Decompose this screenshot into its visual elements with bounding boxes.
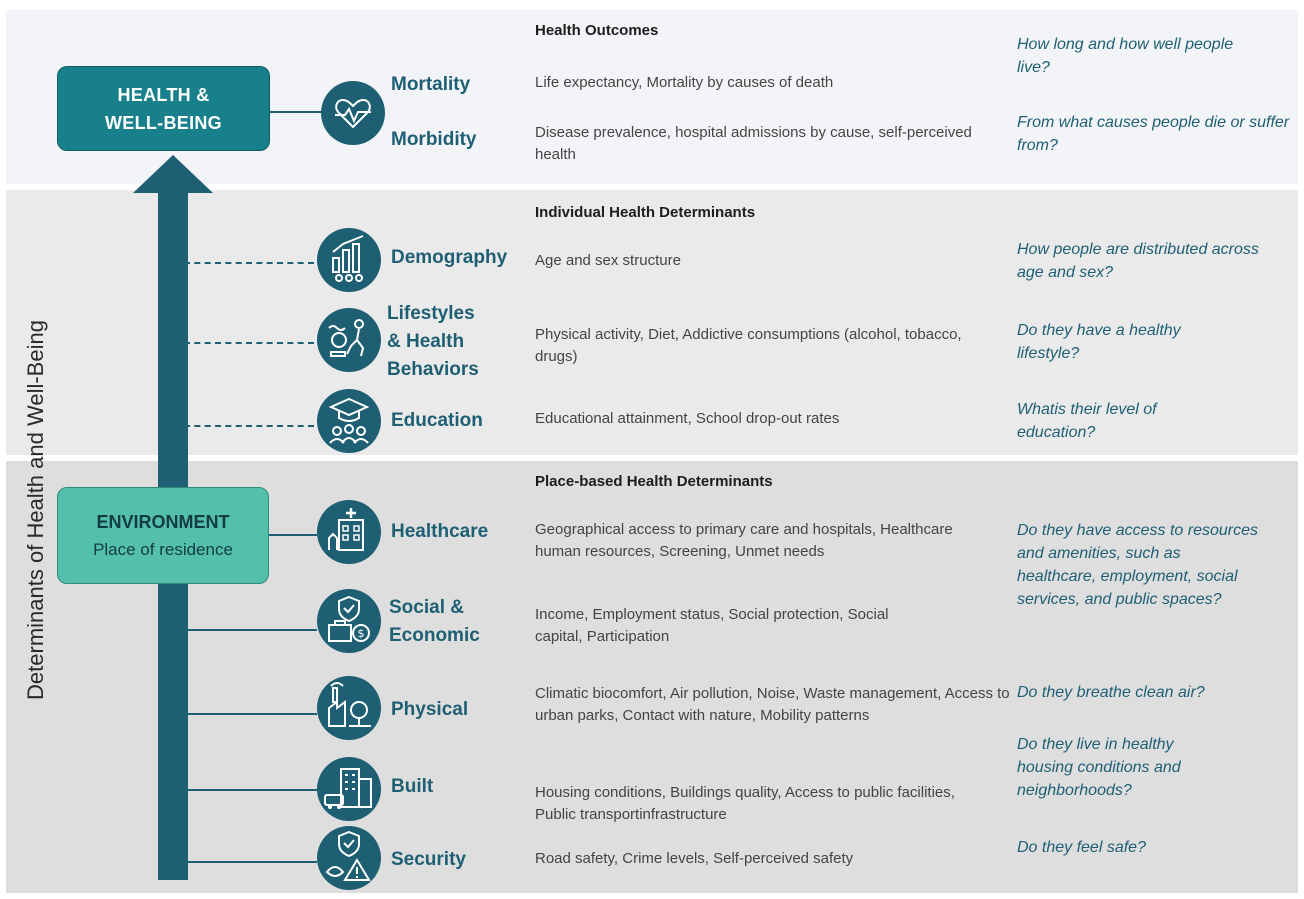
category-physical: Physical: [391, 699, 469, 720]
connector-social: [187, 629, 317, 631]
connector-health: [268, 111, 324, 113]
health-box-line1: HEALTH &: [117, 84, 210, 105]
category-lifestyles-line3: Behaviors: [387, 359, 479, 380]
desc-healthcare: Geographical access to primary care and …: [535, 521, 953, 560]
desc-security: Road safety, Crime levels, Self-perceive…: [535, 850, 854, 867]
question-clean-air: Do they breathe clean air?: [1017, 684, 1205, 701]
question-access: Do they have access to resources and ame…: [1017, 522, 1259, 608]
environment-box-subtitle: Place of residence: [93, 539, 233, 559]
desc-built: Housing conditions, Buildings quality, A…: [535, 784, 955, 823]
question-what-causes: From what causes people die or suffer fr…: [1017, 114, 1290, 154]
social-economic-icon: $: [317, 589, 381, 653]
question-education: Whatis their level of education?: [1017, 401, 1157, 441]
environment-box-title: ENVIRONMENT: [96, 511, 230, 532]
question-housing: Do they live in healthy housing conditio…: [1017, 736, 1181, 799]
desc-social-economic: Income, Employment status, Social protec…: [535, 606, 889, 645]
population-chart-icon: [317, 228, 381, 292]
factory-tree-icon: [317, 676, 381, 740]
connector-security: [187, 861, 317, 863]
shield-warning-icon: [317, 826, 381, 890]
desc-lifestyles: Physical activity, Diet, Addictive consu…: [535, 326, 962, 365]
health-wellbeing-box: HEALTH & WELL-BEING: [57, 66, 270, 151]
category-demography: Demography: [391, 247, 508, 268]
category-lifestyles-line1: Lifestyles: [387, 303, 475, 324]
lifestyle-icon: [317, 308, 381, 372]
individual-determinants-band: [6, 190, 1298, 455]
category-mortality: Mortality: [391, 74, 471, 95]
category-lifestyles-line2: & Health: [387, 331, 465, 352]
hospital-icon: [317, 500, 381, 564]
desc-demography: Age and sex structure: [535, 252, 681, 269]
connector-demography: [184, 262, 314, 264]
category-morbidity: Morbidity: [391, 129, 477, 150]
heart-pulse-icon: [321, 81, 385, 145]
place-determinants-heading: Place-based Health Determinants: [535, 473, 773, 490]
question-feel-safe: Do they feel safe?: [1017, 839, 1146, 856]
connector-healthcare: [267, 534, 317, 536]
category-healthcare: Healthcare: [391, 521, 489, 542]
category-education: Education: [391, 410, 483, 431]
desc-mortality: Life expectancy, Mortality by causes of …: [535, 74, 834, 91]
desc-education: Educational attainment, School drop-out …: [535, 410, 840, 427]
svg-text:$: $: [358, 627, 365, 640]
question-distribution: How people are distributed across age an…: [1017, 241, 1259, 281]
health-outcomes-heading: Health Outcomes: [535, 22, 659, 39]
connector-education: [184, 425, 314, 427]
buildings-bus-icon: [317, 757, 381, 821]
category-social-line1: Social &: [389, 597, 464, 618]
graduation-icon: [317, 389, 381, 453]
desc-morbidity: Disease prevalence, hospital admissions …: [535, 124, 972, 163]
category-social-economic: Social & Economic: [389, 594, 480, 650]
category-security: Security: [391, 849, 466, 870]
connector-physical: [187, 713, 317, 715]
category-lifestyles: Lifestyles & Health Behaviors: [387, 300, 479, 384]
environment-box: ENVIRONMENT Place of residence: [57, 487, 269, 584]
desc-physical: Climatic biocomfort, Air pollution, Nois…: [535, 685, 1010, 724]
category-built: Built: [391, 776, 434, 797]
vertical-axis-label: Determinants of Health and Well-Being: [23, 320, 48, 700]
category-social-line2: Economic: [389, 625, 480, 646]
question-healthy-lifestyle: Do they have a healthy lifestyle?: [1017, 322, 1181, 362]
connector-built: [187, 789, 317, 791]
health-box-line2: WELL-BEING: [105, 112, 222, 133]
question-how-long: How long and how well people live?: [1017, 36, 1234, 76]
individual-determinants-heading: Individual Health Determinants: [535, 204, 756, 221]
connector-lifestyles: [184, 342, 314, 344]
